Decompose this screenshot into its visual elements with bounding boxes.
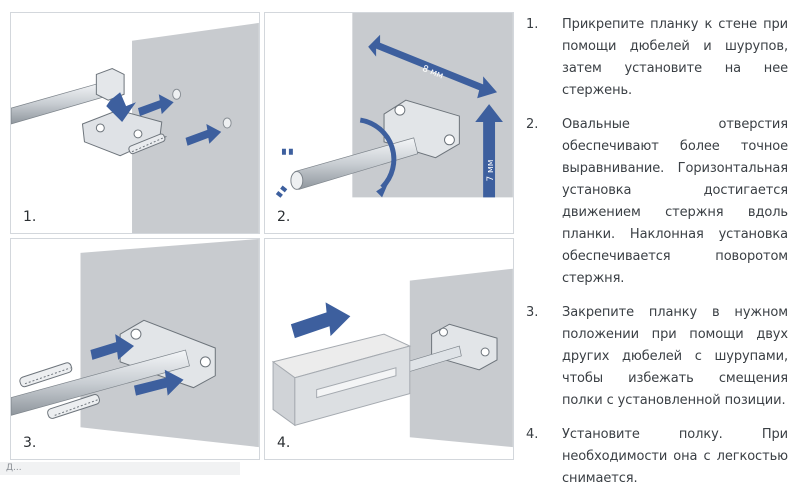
- rod: [11, 81, 107, 125]
- rotate-arrow-icon: [359, 117, 397, 190]
- panel-number: 4.: [277, 435, 291, 451]
- panel-number: 3.: [23, 435, 37, 451]
- step-text: Овальные отверстия обеспечивают более то…: [562, 117, 788, 286]
- instruction-step: 3. Закрепите планку в нужном положении п…: [526, 302, 788, 412]
- vertical-dimension-arrow-icon: [475, 104, 503, 198]
- panel-2-drawing: 8 мм 7 мм: [274, 13, 513, 200]
- panel-step-4: 4.: [264, 238, 514, 460]
- panel-number: 1.: [23, 209, 37, 225]
- arrow-right-icon: [137, 94, 174, 117]
- panel-step-3: 3.: [10, 238, 260, 460]
- step-number: 2.: [526, 117, 539, 132]
- step-number: 3.: [526, 305, 539, 320]
- rod: [11, 349, 190, 416]
- arrow-down-icon: [106, 92, 136, 123]
- wall-hole: [222, 117, 232, 129]
- instruction-step: 1. Прикрепите планку к стене при помощи …: [526, 14, 788, 102]
- step-number: 1.: [526, 17, 539, 32]
- arrow-right-icon: [185, 123, 222, 146]
- rotate-arrow-icon: [274, 148, 293, 200]
- panel-4-drawing: [271, 268, 513, 448]
- dowel-with-screw: [19, 362, 101, 419]
- bracket: [119, 319, 216, 389]
- holder: [95, 67, 125, 101]
- panel-step-1: 1.: [10, 12, 260, 234]
- panel-number: 2.: [277, 209, 291, 225]
- step-text: Установите полку. При необходимости она …: [562, 427, 788, 486]
- step-number: 4.: [526, 427, 539, 442]
- wall-hole: [172, 88, 182, 100]
- instruction-step: 2. Овальные отверстия обеспечивают более…: [526, 114, 788, 290]
- arrow-right-icon: [290, 302, 351, 339]
- illustration-grid: 1. 8 мм 7 мм 2.: [10, 12, 514, 460]
- footer-caption: Д...: [0, 462, 240, 475]
- arrow-right-icon: [90, 334, 135, 360]
- arrow-right-icon: [134, 369, 184, 396]
- step-text: Закрепите планку в нужном положении при …: [562, 305, 788, 408]
- step-text: Прикрепите планку к стене при помощи дюб…: [562, 17, 788, 98]
- instruction-step: 4. Установите полку. При необходимости о…: [526, 424, 788, 490]
- instructions-list: 1. Прикрепите планку к стене при помощи …: [526, 14, 788, 502]
- height-dimension-label: 7 мм: [486, 160, 496, 182]
- panel-1-drawing: [11, 22, 259, 233]
- panel-3-drawing: [11, 239, 259, 448]
- panel-step-2: 8 мм 7 мм 2.: [264, 12, 514, 234]
- wall: [132, 22, 259, 233]
- shelf-groove: [316, 367, 397, 399]
- horizontal-dimension-arrow-icon: [368, 34, 498, 99]
- screw: [128, 133, 168, 155]
